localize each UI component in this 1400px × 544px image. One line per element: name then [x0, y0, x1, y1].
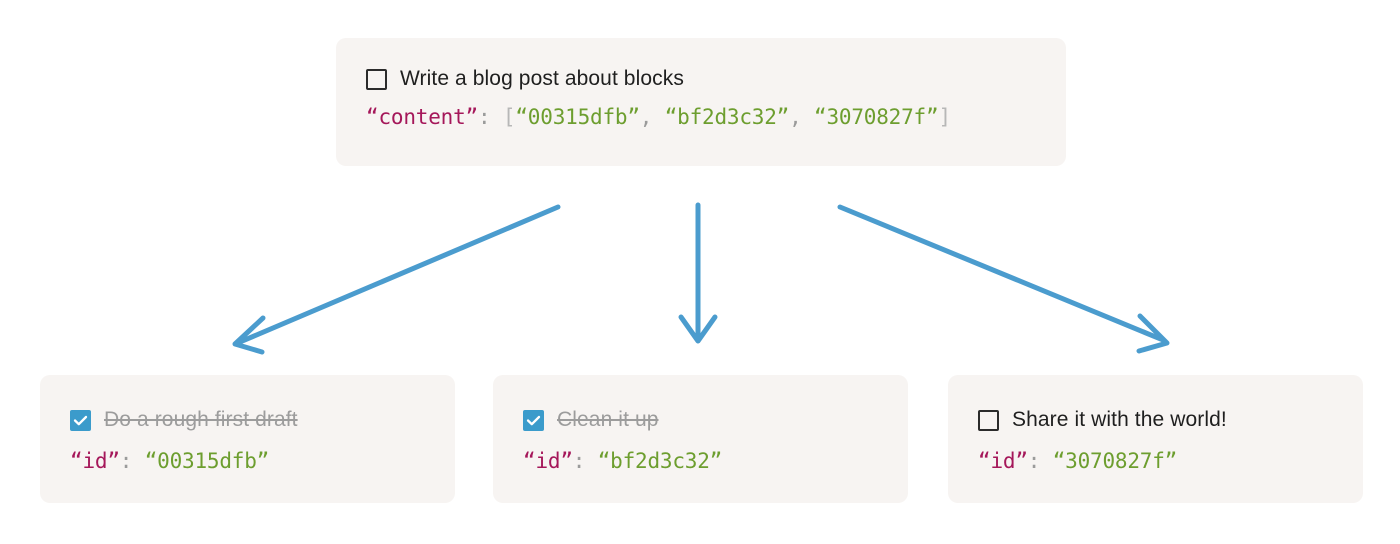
parent-todo-label: Write a blog post about blocks: [400, 67, 684, 90]
checkbox-empty-icon[interactable]: [366, 68, 387, 90]
code-value: “3070827f”: [1052, 449, 1178, 473]
child-todo-label: Share it with the world!: [1012, 408, 1227, 431]
child-block-card[interactable]: Do a rough first draft “id”: “00315dfb”: [40, 375, 455, 503]
code-open-bracket: [: [502, 105, 516, 129]
code-value: “bf2d3c32”: [597, 449, 723, 473]
child-todo-label: Clean it up: [557, 408, 659, 431]
code-value: “00315dfb”: [144, 449, 270, 473]
code-separator-0: ,: [639, 105, 665, 129]
code-close-bracket: ]: [938, 105, 951, 129]
code-value-1: “bf2d3c32”: [664, 105, 790, 129]
child-block-card[interactable]: Clean it up “id”: “bf2d3c32”: [493, 375, 908, 503]
child-todo-row[interactable]: Share it with the world!: [978, 405, 1333, 435]
code-value-0: “00315dfb”: [515, 105, 640, 129]
child-code-line: “id”: “00315dfb”: [70, 449, 425, 473]
code-space: [490, 105, 502, 129]
code-key: “content”: [366, 105, 478, 129]
arrow-to-second-child: [678, 202, 718, 344]
code-key: “id”: [70, 449, 120, 473]
code-colon: :: [572, 449, 586, 473]
parent-todo-row[interactable]: Write a blog post about blocks: [366, 64, 1036, 94]
arrow-to-third-child: [837, 204, 1170, 354]
checkbox-checked-icon[interactable]: [523, 409, 544, 431]
parent-code-line: “content”: [“00315dfb”, “bf2d3c32”, “307…: [366, 105, 1036, 129]
child-todo-label: Do a rough first draft: [104, 408, 298, 431]
child-block-card[interactable]: Share it with the world! “id”: “3070827f…: [948, 375, 1363, 503]
child-todo-row[interactable]: Clean it up: [523, 405, 878, 435]
checkbox-empty-icon[interactable]: [978, 409, 999, 431]
code-colon: :: [119, 449, 133, 473]
code-key: “id”: [523, 449, 573, 473]
code-space: [132, 449, 144, 473]
code-key: “id”: [978, 449, 1028, 473]
child-code-line: “id”: “bf2d3c32”: [523, 449, 878, 473]
code-space: [1040, 449, 1052, 473]
code-space: [585, 449, 597, 473]
code-value-2: “3070827f”: [814, 105, 939, 129]
check-glyph: [73, 415, 88, 425]
check-glyph: [526, 415, 541, 425]
arrow-to-first-child: [232, 204, 561, 355]
child-todo-row[interactable]: Do a rough first draft: [70, 405, 425, 435]
code-colon: :: [1027, 449, 1041, 473]
child-code-line: “id”: “3070827f”: [978, 449, 1333, 473]
checkbox-checked-icon[interactable]: [70, 409, 91, 431]
code-separator-1: ,: [789, 105, 815, 129]
parent-block-card[interactable]: Write a blog post about blocks “content”…: [336, 38, 1066, 166]
code-colon: :: [478, 105, 491, 129]
